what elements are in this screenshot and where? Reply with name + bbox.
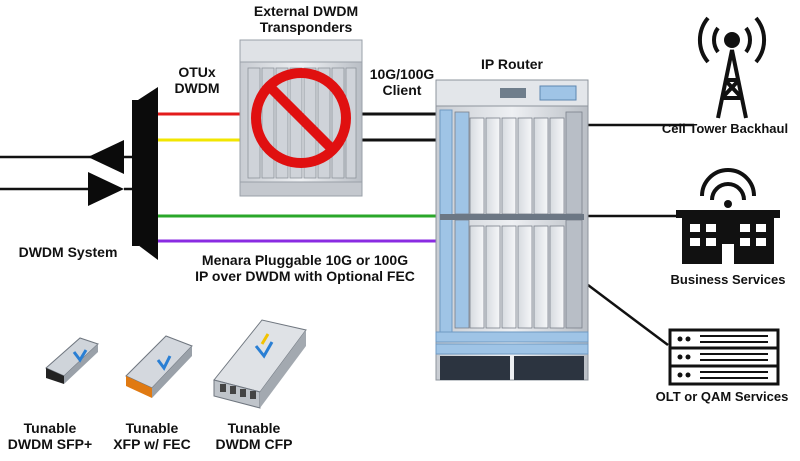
module-cfp-line1: Tunable [227,420,281,436]
building-icon [676,168,780,264]
ip-router-label: IP Router [481,56,543,72]
menara-line1: Menara Pluggable 10G or 100G [201,252,409,268]
module-cfp-line2: DWDM CFP [215,436,293,453]
business-label: Business Services [670,272,786,287]
client-line1: 10G/100G [369,66,435,82]
module-sfp-line2: DWDM SFP+ [7,436,93,453]
module-label-xfp: Tunable XFP w/ FEC [104,420,200,452]
module-xfp-line1: Tunable [125,420,179,436]
cfp-module-icon [213,319,307,409]
menara-line2: IP over DWDM with Optional FEC [195,268,415,285]
sfp-module-icon [45,337,99,384]
module-label-sfp: Tunable DWDM SFP+ [2,420,98,452]
prohibition-icon [251,68,351,168]
module-label-cfp: Tunable DWDM CFP [206,420,302,452]
otux-line2: DWDM [174,80,220,97]
link-olt [587,284,669,346]
fiber-lines [0,112,694,346]
dwdm-mux-icon [88,87,158,260]
client-line2: Client [382,82,422,99]
client-label: 10G/100G Client [360,66,444,98]
module-xfp-line2: XFP w/ FEC [113,436,191,453]
xfp-module-icon [125,335,193,398]
dwdm-system-label: DWDM System [18,244,118,260]
olt-label: OLT or QAM Services [655,389,789,404]
module-sfp-line1: Tunable [23,420,77,436]
cell-tower-icon [697,16,767,119]
transponders-label: External DWDM Transponders [226,3,386,35]
menara-label: Menara Pluggable 10G or 100G IP over DWD… [176,252,434,284]
transponders-line1: External DWDM [253,3,359,19]
server-rack-icon [668,328,780,386]
otux-label: OTUx DWDM [160,64,234,96]
transponders-line2: Transponders [259,19,353,36]
cell-tower-label: Cell Tower Backhaul [661,121,789,136]
otux-line1: OTUx [178,64,216,80]
ip-router-chassis [435,79,589,381]
